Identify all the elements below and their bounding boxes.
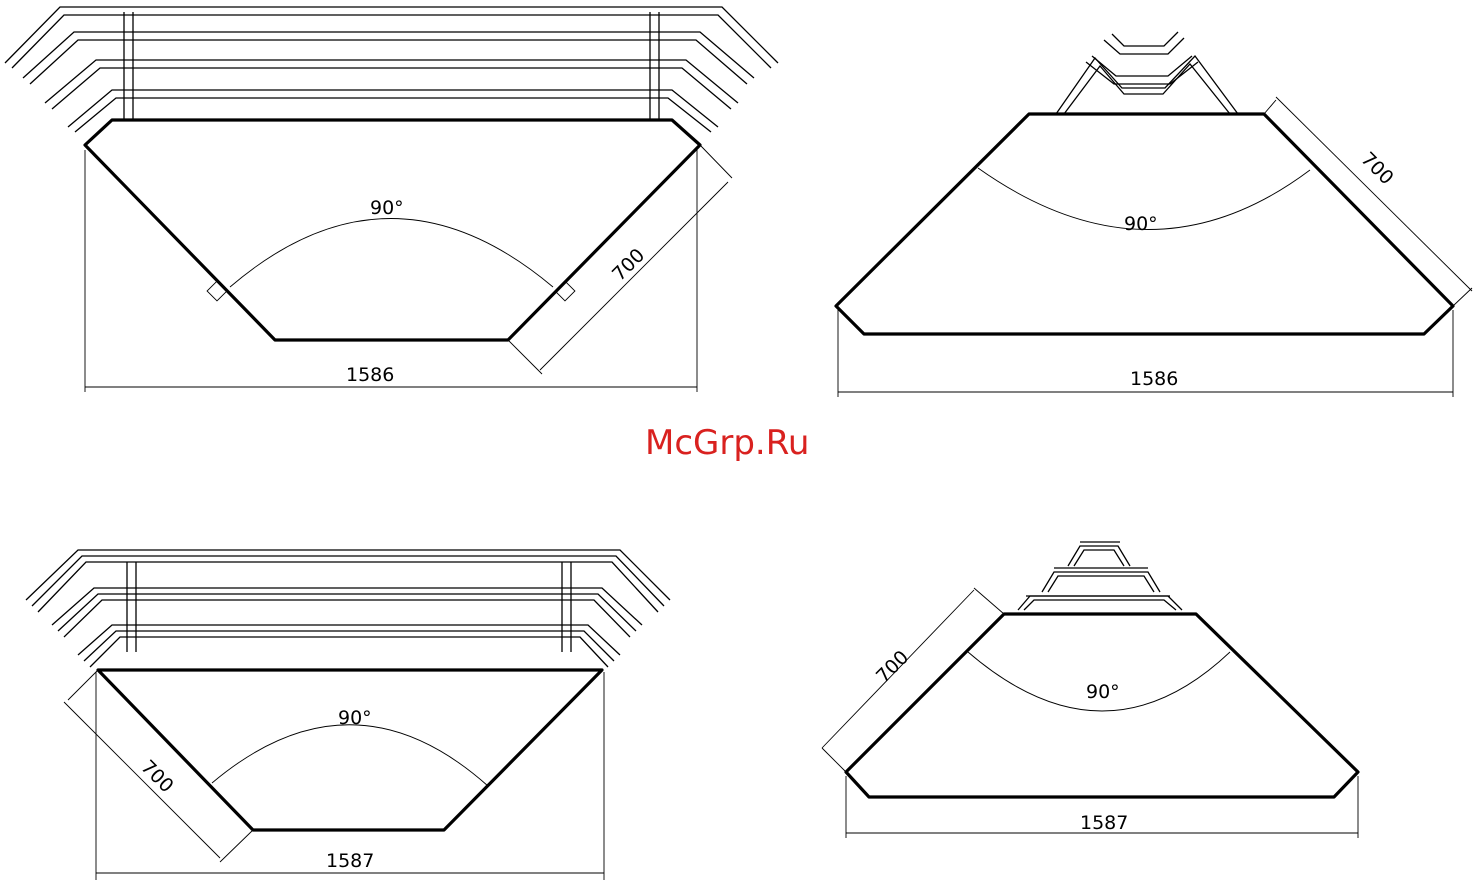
diagram-top-left: 90° 700 1586 [5,7,778,392]
diagram-bottom-left: 90° 700 1587 [26,550,670,880]
diagram-bottom-right: 90° 700 1587 [822,542,1358,838]
width-dimension-label: 1587 [1080,812,1128,834]
width-dimension-label: 1587 [326,850,374,872]
counter-outline-bottom-left [98,670,602,830]
angle-arc [230,219,553,288]
diagram-top-right: 90° 700 1586 [836,32,1472,397]
side-dimension-label: 700 [872,646,913,687]
width-dimension-label: 1586 [346,364,394,386]
side-dimension-label: 700 [608,244,649,285]
angle-arc [212,725,488,786]
side-dimension-line [64,702,220,858]
rails-bottom-left [26,550,670,667]
width-dimension-label: 1586 [1130,368,1178,390]
angle-label: 90° [1124,213,1158,235]
angle-label: 90° [370,197,404,219]
rails-bottom-right [1018,542,1182,610]
counter-outline-bottom-right [846,614,1358,797]
watermark-text: McGrp.Ru [645,423,809,463]
rails-top-right [1056,32,1238,114]
side-dimension-line [1276,97,1472,291]
bracket-left [207,281,227,301]
angle-label: 90° [1086,681,1120,703]
counter-outline-top-left [85,120,700,340]
rails-top-left [5,7,778,132]
angle-label: 90° [338,707,372,729]
side-dimension-label: 700 [136,756,177,797]
